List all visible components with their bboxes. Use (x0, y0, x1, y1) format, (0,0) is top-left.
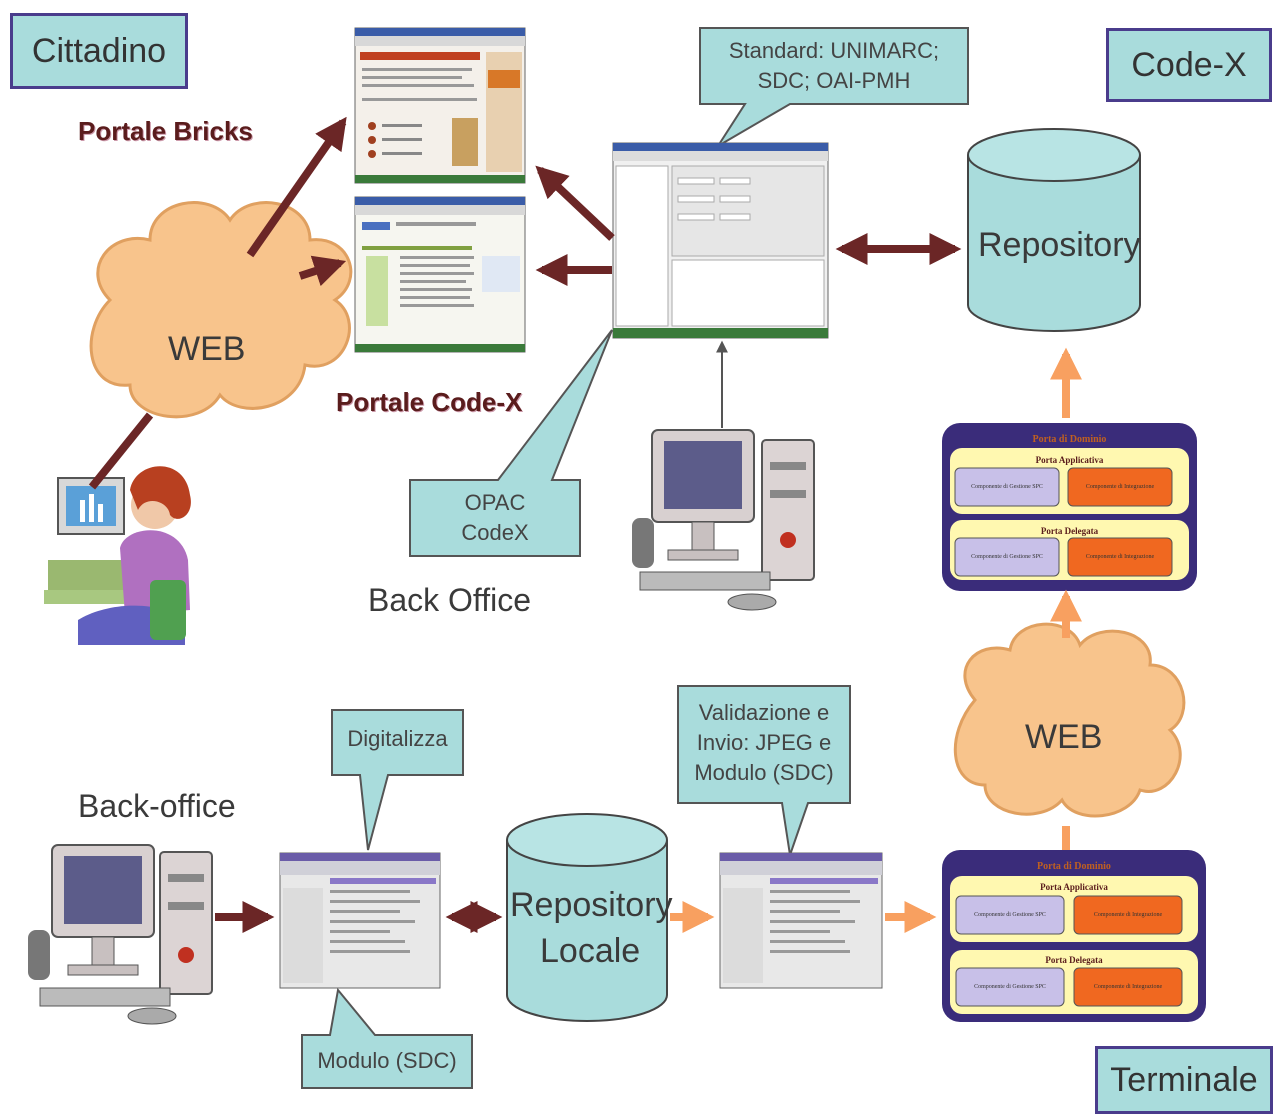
digitalizza-callout (331, 709, 464, 851)
digitalizza-line: Digitalizza (347, 726, 448, 751)
web-cloud-top (89, 201, 353, 419)
porta-lower-integrazione-1: Componente di Integrazione (1093, 912, 1163, 918)
opac-line-2: CodeX (461, 520, 529, 545)
porta-dominio-lower (942, 850, 1206, 1022)
opac-callout (409, 329, 613, 557)
standard-line-2: SDC; OAI-PMH (757, 68, 911, 93)
lower-backoffice-computer (28, 844, 213, 1025)
web-cloud-right (953, 622, 1186, 818)
porta-lower-integrazione-2: Componente di Integrazione (1093, 984, 1163, 990)
arrow-backoffice-to-bricks (535, 165, 615, 241)
terminale-label: Terminale (1110, 1060, 1258, 1099)
web-top-label: WEB (168, 330, 246, 368)
arrow-web-to-codex (298, 255, 347, 287)
validazione-line-1: Validazione e (698, 700, 830, 725)
standard-callout (699, 27, 969, 147)
porta-upper-integrazione-2: Componente di Integrazione (1085, 554, 1155, 560)
terminale-box: Terminale (1095, 1046, 1273, 1114)
porta-lower-gestione-1: Componente di Gestione SPC (974, 912, 1046, 918)
modulo-callout-text: Modulo (SDC) (302, 1046, 472, 1076)
standard-callout-text: Standard: UNIMARC; SDC; OAI-PMH (704, 36, 964, 96)
validazione-screenshot (719, 852, 883, 989)
porta-upper-applicativa: Porta Applicativa (1035, 455, 1104, 465)
backoffice-computer (632, 429, 815, 611)
repository-label: Repository (978, 226, 1141, 264)
portale-codex-screenshot (354, 196, 526, 353)
porta-upper-delegata: Porta Delegata (1040, 526, 1099, 536)
cittadino-label: Cittadino (31, 31, 167, 70)
repository-locale-cylinder (506, 813, 668, 1022)
porta-upper-gestione-1: Componente di Gestione SPC (971, 484, 1043, 490)
portale-bricks-label: Portale Bricks (78, 116, 253, 146)
code-x-label: Code-X (1131, 45, 1247, 84)
codex-backoffice-screenshot (612, 142, 829, 339)
validazione-line-2: Invio: JPEG e (696, 730, 832, 755)
portale-codex-label: Portale Code-X (336, 387, 523, 417)
digitalizza-callout-text: Digitalizza (332, 724, 463, 754)
porta-dominio-upper (942, 423, 1197, 591)
repository-locale-label-1: Repository (510, 886, 673, 924)
standard-line-1: Standard: UNIMARC; (728, 38, 940, 63)
porta-lower-gestione-2: Componente di Gestione SPC (974, 984, 1046, 990)
opac-line-1: OPAC (464, 490, 526, 515)
digitalizza-screenshot (279, 852, 441, 989)
porta-upper-title: Porta di Dominio (1032, 434, 1107, 445)
repository-cylinder (967, 128, 1141, 332)
portale-bricks-screenshot (354, 27, 526, 184)
back-office-label: Back Office (368, 582, 532, 618)
cittadino-box: Cittadino (10, 13, 188, 89)
porta-lower-title: Porta di Dominio (1037, 861, 1111, 872)
modulo-line: Modulo (SDC) (317, 1048, 457, 1073)
web-right-label: WEB (1025, 718, 1103, 756)
back-office-lower-label: Back-office (78, 788, 236, 824)
validazione-line-3: Modulo (SDC) (694, 760, 834, 785)
arrow-user-to-web (88, 412, 154, 490)
opac-callout-text: OPAC CodeX (410, 488, 580, 548)
porta-lower-delegata: Porta Delegata (1045, 955, 1103, 965)
code-x-box: Code-X (1106, 28, 1272, 102)
porta-lower-applicativa: Porta Applicativa (1040, 882, 1108, 892)
porta-upper-gestione-2: Componente di Gestione SPC (971, 554, 1043, 560)
modulo-callout (301, 987, 473, 1089)
arrow-web-to-bricks (246, 116, 347, 258)
porta-upper-integrazione-1: Componente di Integrazione (1085, 484, 1155, 490)
cittadino-user-illustration (44, 466, 191, 645)
validazione-callout (677, 685, 851, 856)
repository-locale-label-2: Locale (540, 932, 641, 970)
validazione-callout-text: Validazione e Invio: JPEG e Modulo (SDC) (678, 698, 850, 788)
